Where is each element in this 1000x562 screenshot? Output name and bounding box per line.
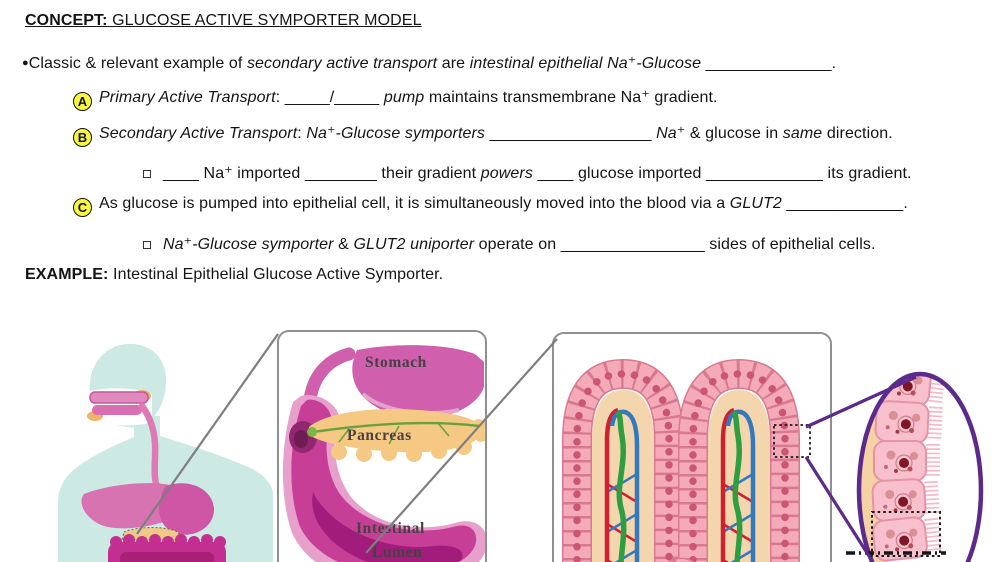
text-segment: powers <box>480 165 533 182</box>
text-segment: EXAMPLE: <box>25 266 109 283</box>
pancreas-label: Pancreas <box>347 427 412 444</box>
text-segment: maintains transmembrane Na⁺ gradient. <box>424 89 718 106</box>
zoom-selection-rect <box>773 424 811 458</box>
text-segment: Na⁺-Glucose symporters <box>306 125 486 142</box>
text-segment: ____ Na⁺ imported ________ their gradien… <box>163 165 481 182</box>
text-segment: GLUT2 uniporter <box>353 236 475 253</box>
text-segment: intestinal epithelial Na⁺-Glucose <box>469 55 702 72</box>
gallbladder-dot <box>307 427 317 437</box>
text-segment: GLUCOSE ACTIVE SYMPORTER MODEL <box>107 12 422 29</box>
stomach-label: Stomach <box>365 354 427 371</box>
marker-circle-b: B <box>73 128 92 147</box>
text-segment: _____________. <box>781 195 908 212</box>
text-segment: same <box>782 125 823 142</box>
marker-circle-a: A <box>73 92 92 111</box>
intro-line: ●Classic & relevant example of secondary… <box>22 53 836 73</box>
point-c-sub-line: Na⁺-Glucose symporter & GLUT2 uniporter … <box>143 234 876 254</box>
text-segment: Intestinal Epithelial Glucose Active Sym… <box>108 266 444 283</box>
human-body-figure <box>58 343 273 562</box>
intestinal-lumen-label-line1: Intestinal <box>356 520 425 537</box>
marker-circle-c: C <box>73 198 92 217</box>
text-segment: & glucose in <box>685 125 783 142</box>
text-segment: As glucose is pumped into epithelial cel… <box>99 195 730 212</box>
point-c-line: C As glucose is pumped into epithelial ce… <box>73 195 908 217</box>
text-segment: ● <box>22 57 29 69</box>
digestive-organs-inset: Stomach Pancreas Intestinal Lumen <box>277 330 487 562</box>
point-b-line: B Secondary Active Transport: Na⁺-Glucose… <box>73 123 893 147</box>
text-segment: CONCEPT: <box>25 12 108 29</box>
text-segment: are <box>437 55 470 72</box>
square-bullet-marker <box>143 241 151 249</box>
example-line: EXAMPLE: Intestinal Epithelial Glucose A… <box>25 266 443 284</box>
page-title: CONCEPT: GLUCOSE ACTIVE SYMPORTER MODEL <box>25 12 422 30</box>
intestinal-villi-inset <box>552 332 832 562</box>
villus-right <box>678 358 800 562</box>
text-segment: : _____/_____ <box>275 89 384 106</box>
epithelium-zoom-figure <box>846 371 984 562</box>
text-segment: : <box>297 125 307 142</box>
point-b-sub-line: ____ Na⁺ imported ________ their gradien… <box>143 163 912 183</box>
square-bullet-marker <box>143 170 151 178</box>
text-segment: Secondary Active Transport <box>99 125 298 142</box>
text-segment: Primary Active Transport <box>99 89 276 106</box>
inner-selection-rect <box>871 511 941 557</box>
text-segment: __________________ <box>485 125 657 142</box>
text-segment: secondary active transport <box>246 55 438 72</box>
text-segment: Classic & relevant example of <box>28 55 247 72</box>
text-segment: Na⁺ <box>656 125 686 142</box>
text-segment: Na⁺-Glucose symporter <box>163 236 334 253</box>
mouth-detail <box>86 388 152 426</box>
text-segment: ______________. <box>701 55 837 72</box>
villus-left <box>562 358 684 562</box>
intestinal-lumen-label-line2: Lumen <box>372 544 423 561</box>
text-segment: GLUT2 <box>729 195 782 212</box>
text-segment: direction. <box>822 125 893 142</box>
point-a-line: A Primary Active Transport: _____/_____ p… <box>73 87 718 111</box>
text-segment: pump <box>383 89 425 106</box>
text-segment: ____ glucose imported _____________ its … <box>532 165 912 182</box>
villi-art <box>562 358 811 562</box>
text-segment: & <box>333 236 354 253</box>
text-segment: operate on ________________ sides of epi… <box>474 236 876 253</box>
